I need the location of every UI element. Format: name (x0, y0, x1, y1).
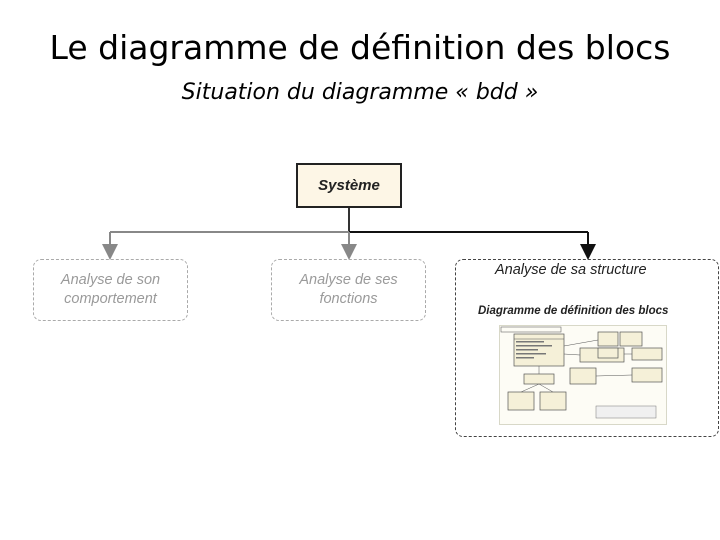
fonctions-line-2: fonctions (319, 291, 378, 307)
slide-title: Le diagramme de définition des blocs (49, 28, 671, 67)
fonctions-line-1: Analyse de ses (299, 272, 398, 288)
fonctions-block: Analyse de ses fonctions (271, 259, 426, 321)
comportement-line-2: comportement (64, 291, 157, 307)
comportement-line-1: Analyse de son (60, 272, 161, 288)
structure-block (455, 259, 719, 437)
systeme-label: Système (318, 177, 380, 194)
comportement-block: Analyse de son comportement (33, 259, 188, 321)
structure-title: Analyse de sa structure (495, 262, 647, 278)
systeme-block: Système (296, 163, 402, 208)
bdd-caption: Diagramme de définition des blocs (478, 305, 669, 317)
slide-subtitle: Situation du diagramme « bdd » (181, 80, 539, 105)
bdd-thumbnail (499, 325, 667, 425)
bdd-thumbnail-image (500, 326, 663, 419)
